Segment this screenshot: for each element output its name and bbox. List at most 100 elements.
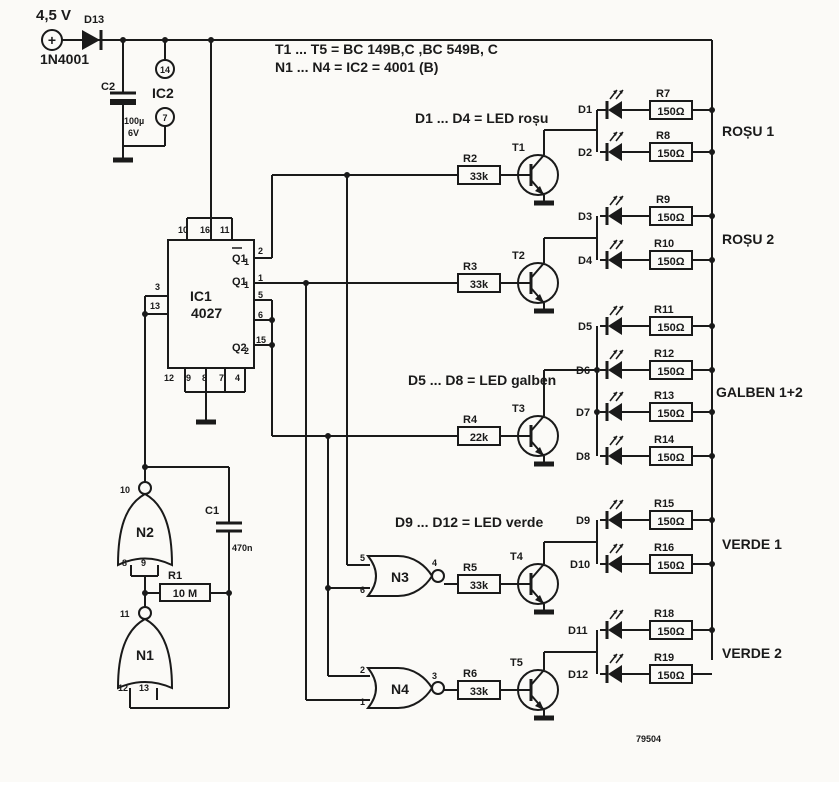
- c1-value: 470n: [232, 543, 253, 553]
- ic1-pin12: 12: [164, 373, 174, 383]
- ic1-pin2: 2: [258, 246, 263, 256]
- r18-value: 150Ω: [657, 626, 684, 638]
- ic1-pin4: 4: [235, 373, 240, 383]
- oscillator-wiring: [129, 295, 242, 709]
- n2-ref: N2: [136, 524, 154, 540]
- d10-label: D10: [570, 559, 590, 571]
- ic2-ref: IC2: [152, 85, 174, 101]
- n4-pin-b: 1: [360, 697, 365, 707]
- figure-number: 79504: [636, 734, 661, 744]
- n3-pin-out: 4: [432, 558, 437, 568]
- n3-pin-b: 6: [360, 585, 365, 595]
- r19-value: 150Ω: [657, 670, 684, 682]
- r19-ref: R19: [654, 652, 674, 664]
- group-label-green1: VERDE 1: [722, 536, 782, 552]
- d12-label: D12: [568, 669, 588, 681]
- c2-ref: C2: [101, 81, 115, 93]
- r12-ref: R12: [654, 348, 674, 360]
- r12-value: 150Ω: [657, 366, 684, 378]
- t1-label: T1: [512, 142, 525, 154]
- ic1-pin9: 9: [186, 373, 191, 383]
- d9-label: D9: [576, 515, 590, 527]
- d4-label: D4: [578, 255, 593, 267]
- ic1-q1-sub: 1: [244, 280, 249, 290]
- ic1-type: 4027: [191, 305, 222, 321]
- n3-ref: N3: [391, 569, 409, 585]
- d6-label: D6: [576, 365, 590, 377]
- ic1-q2-label: Q2: [232, 342, 247, 354]
- d1-label: D1: [578, 104, 592, 116]
- r4-value: 22k: [470, 432, 489, 444]
- ic2-supply-pins: [123, 40, 175, 147]
- r5-value: 33k: [470, 580, 489, 592]
- ic1-pin13: 13: [150, 301, 160, 311]
- supply-plus-symbol: +: [48, 32, 56, 48]
- t4-label: T4: [510, 551, 524, 563]
- ic1-pin1: 1: [258, 273, 263, 283]
- n2-pin-out: 10: [120, 485, 130, 495]
- note-leds-yellow: D5 ... D8 = LED galben: [408, 372, 556, 388]
- r2-ref: R2: [463, 153, 477, 165]
- ic1-pin16: 16: [200, 225, 210, 235]
- note-leds-red: D1 ... D4 = LED roșu: [415, 110, 548, 126]
- gate-n1: [116, 606, 174, 690]
- r9-value: 150Ω: [657, 212, 684, 224]
- ic1-pin15: 15: [256, 335, 266, 345]
- r11-value: 150Ω: [657, 322, 684, 334]
- r3-value: 33k: [470, 279, 489, 291]
- d2-label: D2: [578, 147, 592, 159]
- r3-ref: R3: [463, 261, 477, 273]
- ic2-pin7: 7: [162, 113, 167, 123]
- gate-n3: [365, 555, 458, 597]
- ic1-q1bar-label: Q1: [232, 253, 247, 265]
- gate-n4: [365, 667, 458, 709]
- r15-ref: R15: [654, 498, 674, 510]
- d8-label: D8: [576, 451, 590, 463]
- diode-1n4001-label: 1N4001: [40, 51, 89, 67]
- r16-ref: R16: [654, 542, 674, 554]
- r2-value: 33k: [470, 171, 489, 183]
- n1-ref: N1: [136, 647, 154, 663]
- ic1-q2-sub: 2: [244, 346, 249, 356]
- t3-label: T3: [512, 403, 525, 415]
- r1-value: 10 M: [173, 588, 197, 600]
- d7-label: D7: [576, 407, 590, 419]
- r11-ref: R11: [654, 304, 674, 316]
- r7-value: 150Ω: [657, 106, 684, 118]
- led-branches: [594, 88, 715, 685]
- ic1-pin5: 5: [258, 290, 263, 300]
- r16-value: 150Ω: [657, 560, 684, 572]
- n2-pin-b: 9: [141, 558, 146, 568]
- r8-ref: R8: [656, 130, 670, 142]
- ic1-ref: IC1: [190, 288, 212, 304]
- ic2-pin14: 14: [160, 65, 170, 75]
- r13-ref: R13: [654, 390, 674, 402]
- ic1-pin8: 8: [202, 373, 207, 383]
- c2-value: 100µ: [124, 116, 144, 126]
- n3-pin-a: 5: [360, 553, 365, 563]
- d3-label: D3: [578, 211, 592, 223]
- ic1-q1-label: Q1: [232, 276, 247, 288]
- n4-ref: N4: [391, 681, 409, 697]
- base-resistors: [457, 165, 518, 700]
- transistor-t2: [516, 237, 597, 311]
- t5-label: T5: [510, 657, 523, 669]
- n4-pin-out: 3: [432, 671, 437, 681]
- note-leds-green: D9 ... D12 = LED verde: [395, 514, 543, 530]
- ic1-pin11: 11: [220, 225, 230, 235]
- r5-ref: R5: [463, 562, 477, 574]
- supply-voltage-label: 4,5 V: [36, 7, 71, 24]
- group-label-red1: ROȘU 1: [722, 123, 774, 139]
- ic1-q1bar-sub: 1: [244, 257, 249, 267]
- c1-ref: C1: [205, 505, 219, 517]
- r14-ref: R14: [654, 434, 675, 446]
- transistor-t1: [516, 129, 597, 208]
- r14-value: 150Ω: [657, 452, 684, 464]
- diode-d13-label: D13: [84, 14, 104, 26]
- note-transistors: T1 ... T5 = BC 149B,C ,BC 549B, C: [275, 41, 498, 57]
- r10-value: 150Ω: [657, 256, 684, 268]
- n1-pin-out: 11: [120, 609, 130, 619]
- n1-pin-a: 12: [118, 683, 128, 693]
- ic1-pin3: 3: [155, 282, 160, 292]
